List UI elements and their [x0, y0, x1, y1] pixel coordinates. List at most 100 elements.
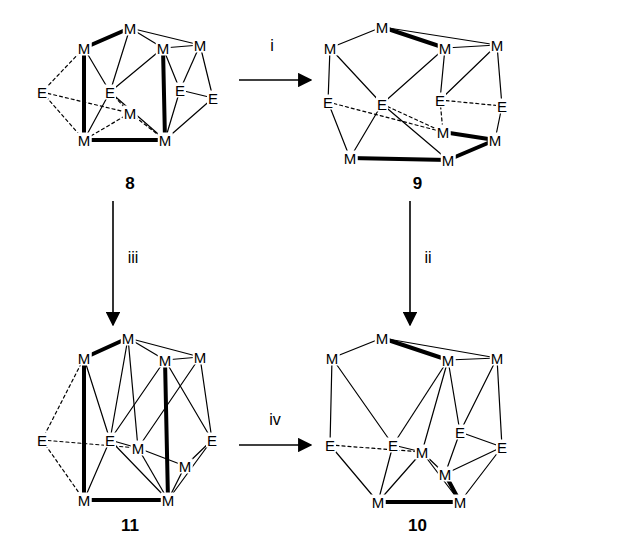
cluster-bond [382, 338, 497, 358]
step-label: i [268, 38, 276, 54]
atom-label: M [438, 467, 453, 482]
cluster-bond [84, 440, 110, 500]
cluster-bond [110, 360, 165, 440]
atom-label: M [438, 41, 453, 56]
atom-label: E [376, 97, 388, 112]
cluster-bond [165, 360, 212, 440]
cluster-bond [382, 104, 443, 132]
step-label: iii [126, 250, 141, 266]
atom-label: M [77, 41, 92, 56]
atom-label: E [324, 438, 336, 453]
cluster-bond [138, 357, 200, 448]
cluster-bond [445, 447, 502, 474]
atom-label: M [158, 133, 173, 148]
atom-label: M [77, 133, 92, 148]
atom-label: M [123, 21, 138, 36]
atom-label: M [415, 445, 430, 460]
atom-label: M [156, 41, 171, 56]
cluster-bond [460, 358, 497, 432]
atom-label: M [77, 351, 92, 366]
step-label: ii [422, 250, 433, 266]
cluster-bond [163, 48, 165, 140]
cluster-bond [110, 440, 168, 500]
atom-label: M [123, 106, 138, 121]
atom-label: M [77, 493, 92, 508]
atom-label: M [371, 495, 386, 510]
atom-label: M [436, 125, 451, 140]
cluster-structure: 9 [315, 8, 520, 198]
atom-label: M [453, 495, 468, 510]
cluster-bond [332, 358, 393, 445]
cluster-bond [330, 445, 422, 452]
atom-label: M [441, 153, 456, 168]
cluster-bond [422, 360, 448, 452]
atom-label: E [434, 93, 446, 108]
atom-label: M [158, 353, 173, 368]
cluster-bond [168, 440, 212, 500]
cluster-bond [497, 45, 502, 106]
atom-label: E [206, 433, 218, 448]
reaction-arrow [239, 444, 311, 446]
cluster-bond [165, 360, 168, 500]
atom-label: E [104, 85, 116, 100]
cluster-structure: 8 [25, 8, 235, 198]
atom-label: M [161, 493, 176, 508]
atom-label: E [207, 91, 219, 106]
atom-label: E [387, 438, 399, 453]
atom-label: M [488, 133, 503, 148]
cluster-bond [84, 358, 110, 440]
cluster-bond [42, 440, 138, 448]
cluster-bond [330, 48, 382, 104]
cluster-bond [448, 360, 460, 432]
atom-label: M [193, 350, 208, 365]
atom-label: E [174, 83, 186, 98]
atom-label: M [323, 41, 338, 56]
compound-number: 10 [405, 517, 430, 536]
cluster-bond [330, 358, 332, 445]
cluster-bond [84, 498, 168, 502]
atom-label: E [36, 433, 48, 448]
atom-label: M [490, 38, 505, 53]
atom-label: E [322, 95, 334, 110]
cluster-bond [42, 92, 130, 113]
cluster-bond [82, 358, 86, 500]
atom-label: E [496, 440, 508, 455]
step-label: iv [267, 412, 283, 428]
cluster-bond [42, 358, 84, 440]
cluster-bond [393, 360, 448, 445]
cluster-bond [330, 445, 378, 502]
atom-label: M [441, 353, 456, 368]
atom-label: M [193, 38, 208, 53]
cluster-bond [382, 338, 448, 360]
reaction-arrow [409, 201, 411, 325]
cluster-bond [110, 338, 128, 440]
reaction-arrow [239, 79, 311, 81]
cluster-bond [200, 357, 212, 440]
cluster-bond [382, 27, 445, 48]
atom-label: E [454, 425, 466, 440]
cluster-bond [84, 138, 165, 142]
atom-label: M [178, 459, 193, 474]
reaction-arrow [112, 201, 114, 325]
atom-label: E [496, 99, 508, 114]
cluster-bond [128, 338, 138, 448]
atom-label: M [375, 20, 390, 35]
cluster-bond [42, 440, 84, 500]
cluster-bond [110, 28, 130, 92]
cluster-bond [378, 500, 460, 504]
cluster-bond [440, 100, 502, 106]
cluster-bond [110, 92, 165, 140]
compound-number: 11 [118, 517, 142, 536]
atom-label: M [325, 351, 340, 366]
cluster-bond [350, 158, 448, 160]
compound-number: 8 [122, 175, 137, 194]
atom-label: M [131, 441, 146, 456]
compound-number: 9 [410, 175, 425, 194]
atom-label: M [490, 351, 505, 366]
atom-label: E [36, 85, 48, 100]
atom-label: M [121, 331, 136, 346]
atom-label: M [375, 331, 390, 346]
cluster-bond [497, 358, 502, 447]
